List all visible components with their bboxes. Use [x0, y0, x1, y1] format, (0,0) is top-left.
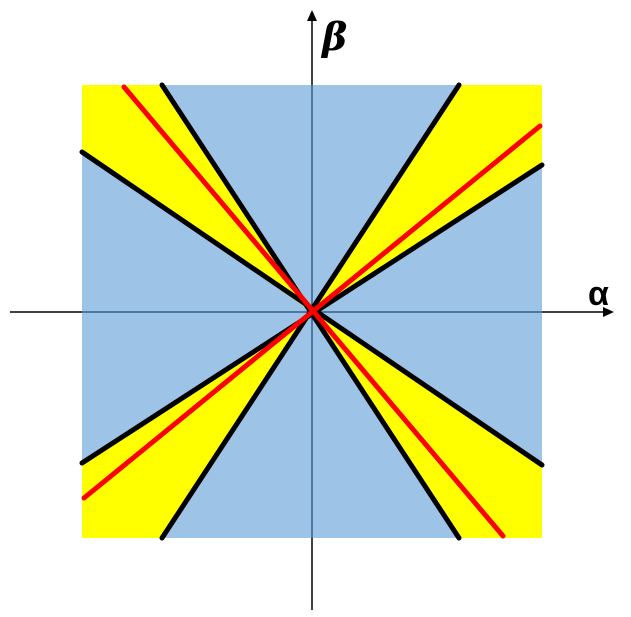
beta-axis-label: β [320, 14, 347, 59]
vertical-axis-arrowhead [307, 10, 317, 21]
center-line-positive-slope [81, 123, 543, 501]
horizontal-axis-arrowhead [603, 307, 614, 317]
wedge-top-left [82, 85, 312, 312]
wedge-top-right [312, 85, 542, 312]
wedge-bottom-left [82, 312, 312, 538]
alpha-axis-label: α [588, 275, 609, 313]
center-lines [81, 84, 543, 539]
wedge-bottom-right [312, 312, 542, 538]
